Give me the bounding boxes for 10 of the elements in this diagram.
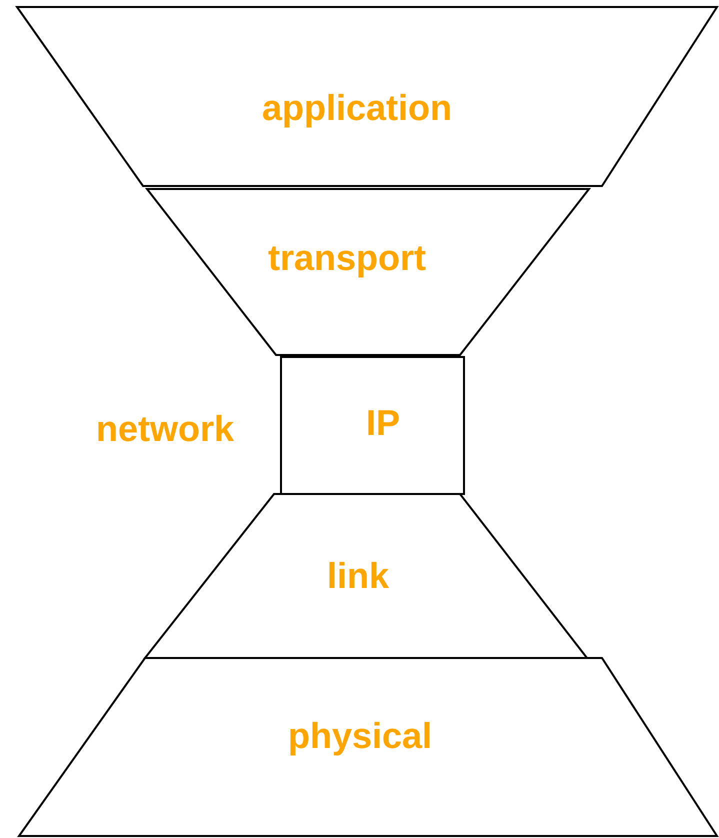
trapezoid-layer — [19, 658, 717, 836]
trapezoid-layer — [17, 7, 717, 186]
trapezoid-layer — [147, 189, 589, 355]
trapezoid-layer — [145, 494, 587, 658]
layer-label: transport — [268, 238, 426, 278]
layer-label: IP — [366, 403, 400, 443]
layer-label: physical — [288, 716, 432, 756]
layer-label: link — [327, 556, 389, 596]
layer-label: network — [96, 409, 234, 449]
layer-label: application — [262, 88, 452, 128]
